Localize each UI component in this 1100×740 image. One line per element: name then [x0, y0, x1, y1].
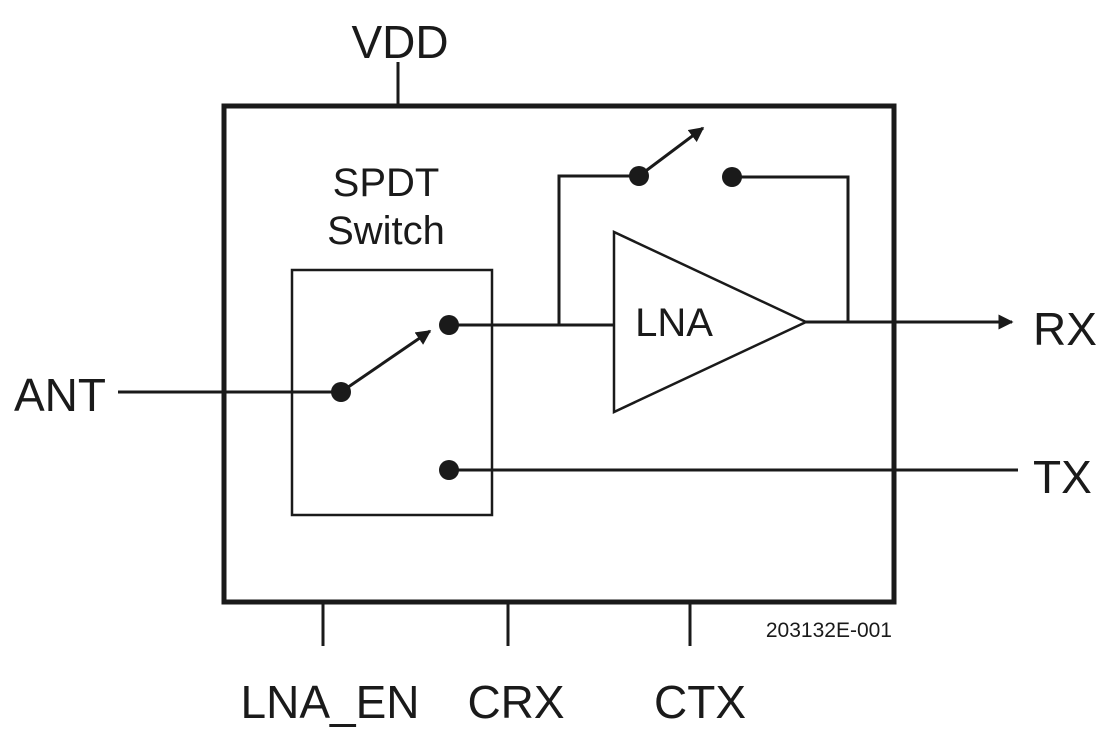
spdt-label-line2: Switch [327, 209, 445, 253]
ctx-label: CTX [654, 676, 746, 728]
tx-label: TX [1033, 451, 1092, 503]
lna-amplifier [612, 230, 809, 414]
crx-label: CRX [467, 676, 564, 728]
vdd-label: VDD [351, 16, 448, 68]
chip-outline [221, 103, 897, 605]
switch-arm-arrow [340, 329, 432, 394]
spdt-label-line1: SPDT [333, 161, 440, 205]
lna-en-label: LNA_EN [241, 676, 420, 728]
bypass-line-right [732, 175, 850, 322]
bypass-line-left [557, 174, 639, 325]
part-number-label: 203132E-001 [766, 619, 892, 642]
bypass-switch-arrow [638, 126, 705, 178]
lna-label: LNA [635, 301, 713, 345]
rx-label: RX [1033, 303, 1097, 355]
ant-label: ANT [14, 369, 106, 421]
